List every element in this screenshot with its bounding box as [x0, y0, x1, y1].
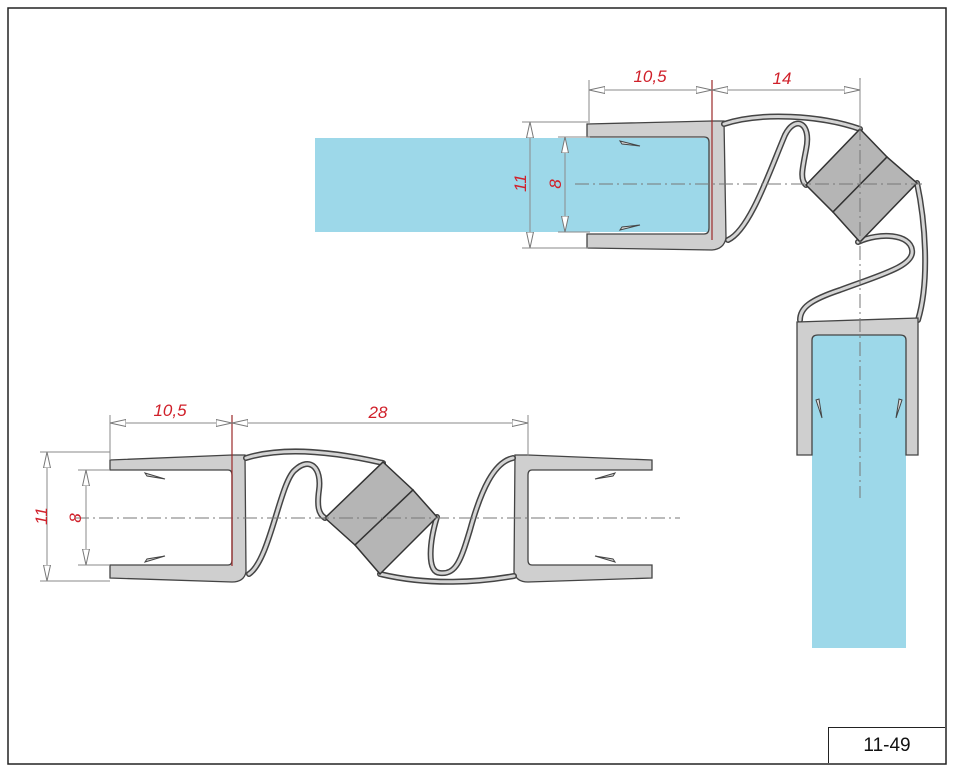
glass-panel-vertical: [812, 335, 906, 648]
membrane-bottom: [378, 572, 516, 584]
magnet-strip-2: [353, 488, 439, 576]
membrane-loop-right: [429, 456, 515, 575]
membrane-loop-left: [247, 462, 327, 576]
dim-glass-thickness: 8: [66, 513, 85, 523]
dim-offset: 14: [773, 69, 792, 88]
retaining-lips: [618, 140, 641, 231]
bottom-view-straight-seal: 10,5 28 11 8: [32, 401, 680, 585]
title-block: 11-49: [828, 727, 945, 763]
glass-panel-horizontal: [315, 138, 710, 232]
dim-outer-height: 11: [511, 174, 530, 192]
dim-glass-thickness: 8: [546, 179, 565, 189]
membrane-top: [722, 115, 862, 131]
top-view-corner-seal: 10,5 14 11 8: [315, 67, 929, 648]
dim-channel-depth: 10,5: [153, 401, 187, 420]
membrane-loop-lower: [798, 234, 914, 322]
drawing-border: [7, 7, 947, 765]
dim-outer-height: 11: [32, 507, 51, 525]
drawing-number: 11-49: [863, 734, 911, 756]
retaining-lips-bottom: [815, 398, 903, 419]
membrane-top: [244, 449, 385, 465]
dim-span: 28: [368, 403, 388, 422]
membrane-right: [915, 181, 927, 322]
retaining-lips: [143, 472, 617, 563]
dim-channel-depth: 10,5: [633, 67, 667, 86]
membrane-loop-upper: [726, 122, 809, 242]
u-channel-bottom: [796, 317, 919, 456]
